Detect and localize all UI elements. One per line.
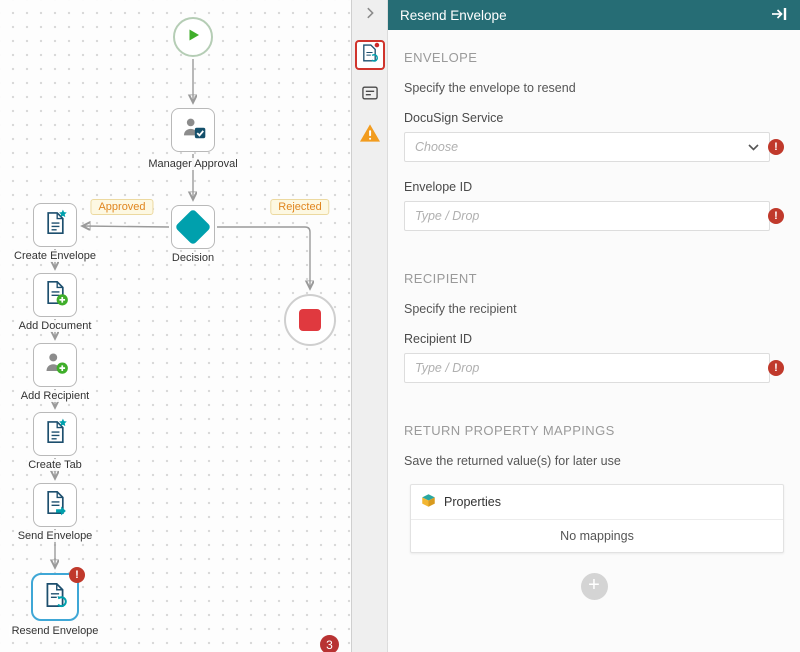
node-manager-approval[interactable] <box>171 108 215 152</box>
field-label-recipient-id: Recipient ID <box>404 332 473 346</box>
properties-card: Properties No mappings <box>410 484 784 553</box>
node-resend-envelope[interactable]: ! <box>31 567 85 621</box>
collapse-panel-button[interactable] <box>352 0 387 30</box>
node-create-envelope[interactable] <box>33 203 77 247</box>
play-icon <box>184 26 202 49</box>
section-description: Save the returned value(s) for later use <box>404 454 621 468</box>
section-description: Specify the recipient <box>404 302 517 316</box>
node-decision[interactable] <box>171 205 215 249</box>
chevron-down-icon <box>748 140 759 154</box>
branch-label-rejected: Rejected <box>270 199 330 215</box>
tab-configuration[interactable] <box>354 40 385 70</box>
panel-header: Resend Envelope <box>388 0 800 30</box>
error-badge: ! <box>69 567 85 583</box>
config-panel: Resend Envelope ENVELOPE Specify the env… <box>388 0 800 652</box>
section-heading-recipient: RECIPIENT <box>404 271 477 286</box>
panel-body: ENVELOPE Specify the envelope to resend … <box>388 30 800 600</box>
node-label: Create Envelope <box>12 250 98 262</box>
decision-diamond-icon <box>174 208 212 246</box>
node-label: Add Recipient <box>18 390 92 402</box>
node-label: Send Envelope <box>15 530 95 542</box>
warning-triangle-icon <box>359 123 381 148</box>
workflow-canvas[interactable]: Manager Approval Decision Approved Rejec… <box>0 0 352 652</box>
details-icon <box>360 83 380 108</box>
no-mappings-text: No mappings <box>560 529 634 543</box>
panel-tab-strip <box>352 0 388 652</box>
node-add-recipient[interactable] <box>33 343 77 387</box>
error-badge: ! <box>768 360 784 376</box>
panel-title: Resend Envelope <box>400 7 507 23</box>
node-label: Manager Approval <box>146 158 240 170</box>
dock-panel-icon[interactable] <box>771 7 788 24</box>
node-add-document[interactable] <box>33 273 77 317</box>
error-count-badge[interactable]: 3 <box>320 635 339 652</box>
error-badge: ! <box>768 208 784 224</box>
tab-errors[interactable] <box>355 120 385 150</box>
field-row-envelope-id: ! <box>404 201 784 231</box>
envelope-id-input[interactable] <box>404 201 770 231</box>
tab-details[interactable] <box>355 80 385 110</box>
start-node[interactable] <box>173 17 213 57</box>
stop-icon <box>299 309 321 331</box>
node-label: Resend Envelope <box>9 625 101 637</box>
recipient-id-input[interactable] <box>404 353 770 383</box>
user-check-icon <box>180 114 207 146</box>
error-badge: ! <box>768 139 784 155</box>
section-heading-envelope: ENVELOPE <box>404 50 478 65</box>
node-create-tab[interactable] <box>33 412 77 456</box>
document-star-icon <box>42 418 69 450</box>
chevron-right-icon <box>363 6 377 25</box>
user-plus-icon <box>42 349 69 381</box>
properties-card-header[interactable]: Properties <box>411 485 783 520</box>
document-star-icon <box>42 209 69 241</box>
field-label-envelope-id: Envelope ID <box>404 180 473 194</box>
section-description: Specify the envelope to resend <box>404 81 576 95</box>
node-label: Add Document <box>16 320 94 332</box>
end-node[interactable] <box>284 294 336 346</box>
field-label-service: DocuSign Service <box>404 111 504 125</box>
node-send-envelope[interactable] <box>33 483 77 527</box>
node-label: Create Tab <box>26 459 84 471</box>
add-mapping-button[interactable]: + <box>580 573 608 600</box>
select-placeholder: Choose <box>415 140 459 154</box>
field-row-recipient-id: ! <box>404 353 784 383</box>
resend-envelope-icon <box>359 42 380 68</box>
package-cube-icon <box>421 493 436 511</box>
document-resend-icon <box>41 581 69 614</box>
node-label: Decision <box>169 252 217 264</box>
field-row-service: Choose ! <box>404 132 784 162</box>
document-plus-icon <box>42 279 69 311</box>
branch-label-approved: Approved <box>90 199 154 215</box>
document-send-icon <box>42 489 69 521</box>
docusign-service-select[interactable]: Choose <box>404 132 770 162</box>
properties-card-title: Properties <box>444 495 501 509</box>
section-heading-mappings: RETURN PROPERTY MAPPINGS <box>404 423 615 438</box>
